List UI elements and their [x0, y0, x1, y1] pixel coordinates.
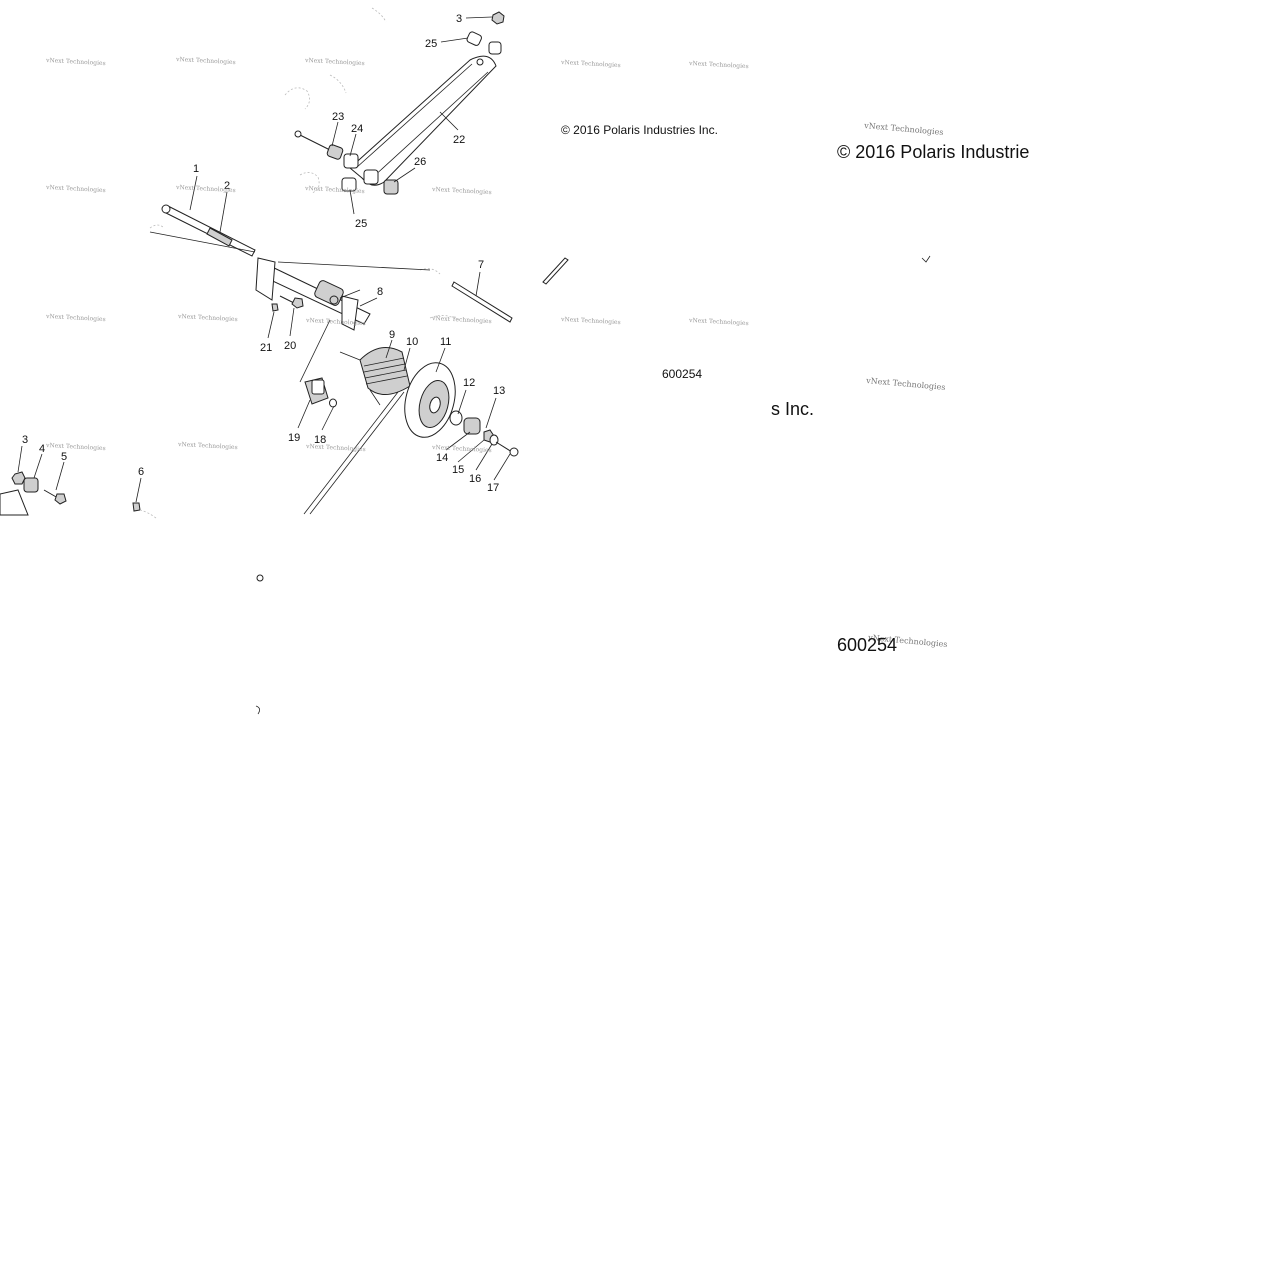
callout-1: 1: [193, 163, 199, 175]
watermark-text: vNext Technologies: [304, 185, 365, 195]
callout-25-top: 25: [425, 38, 437, 50]
watermarks: vNext Technologies vNext Technologies vN…: [45, 56, 948, 649]
callout-11: 11: [440, 336, 451, 348]
callout-24: 24: [351, 123, 363, 135]
lower-left-hardware: [0, 471, 157, 519]
callout-21: 21: [260, 342, 272, 354]
callout-14: 14: [436, 452, 448, 464]
leader-lines: [17, 16, 511, 503]
diagram-id: 600254: [662, 367, 703, 381]
callout-labels: 1 2 3 3 4 5 6 7 8 9 10 11 12 13 14 15 16…: [22, 13, 505, 494]
copyright-text: © 2016 Polaris Industries Inc.: [561, 123, 718, 137]
callout-8: 8: [377, 286, 383, 298]
rod-7: [451, 257, 569, 323]
callout-2: 2: [224, 180, 230, 192]
callout-3-top: 3: [456, 13, 462, 25]
axle-assembly-8: [255, 257, 431, 331]
watermark-text: vNext Technologies: [431, 444, 492, 454]
callout-4: 4: [39, 443, 45, 455]
watermark-text: vNext Technologies: [560, 316, 621, 326]
belt-lines: [303, 391, 405, 515]
callout-15: 15: [452, 464, 464, 476]
lower-arm-hardware: [294, 130, 399, 195]
watermark-text: vNext Technologies: [431, 315, 492, 325]
watermark-text: vNext Technologies: [305, 443, 366, 453]
callout-22: 22: [453, 134, 465, 146]
watermark-text: vNext Technologies: [431, 186, 492, 196]
watermark-text: vNext Technologies: [45, 313, 106, 323]
watermark-text: vNext Technologies: [177, 441, 238, 451]
watermark-text: vNext Technologies: [688, 60, 749, 70]
watermark-text: vNext Technologies: [177, 313, 238, 323]
callout-23: 23: [332, 111, 344, 123]
callout-10: 10: [406, 336, 418, 348]
callout-3-left: 3: [22, 434, 28, 446]
watermark-text: vNext Technologies: [304, 57, 365, 67]
callout-5: 5: [61, 451, 67, 463]
spring-9-10: [339, 347, 411, 406]
callout-25-bottom: 25: [355, 218, 367, 230]
callout-19: 19: [288, 432, 300, 444]
watermark-text: vNext Technologies: [863, 121, 944, 137]
watermark-text: vNext Technologies: [45, 184, 106, 194]
callout-12: 12: [463, 377, 475, 389]
watermark-text: vNext Technologies: [688, 317, 749, 327]
top-hardware: [466, 11, 505, 55]
callout-13: 13: [493, 385, 505, 397]
bearing-hardware-12-17: [449, 410, 519, 457]
callout-18: 18: [314, 434, 326, 446]
watermark-text: vNext Technologies: [175, 56, 236, 66]
callout-20: 20: [284, 340, 296, 352]
stray-fragments: [255, 255, 931, 715]
copyright-tail-text: s Inc.: [771, 399, 815, 419]
bolt-20-nut-21: [271, 295, 304, 312]
copyright-text-large: © 2016 Polaris Industrie: [837, 142, 1030, 162]
watermark-text: vNext Technologies: [175, 184, 236, 194]
watermark-text: vNext Technologies: [45, 57, 106, 67]
bracket-18-19: [299, 319, 337, 408]
shaft-parts-1-2: [149, 204, 256, 257]
callout-6: 6: [138, 466, 144, 478]
diagram-id-large: 600254: [837, 635, 898, 655]
watermark-text: vNext Technologies: [865, 376, 946, 392]
callout-16: 16: [469, 473, 481, 485]
idler-wheel-11: [404, 362, 456, 438]
watermark-text: vNext Technologies: [45, 442, 106, 452]
callout-26: 26: [414, 156, 426, 168]
callout-7: 7: [478, 259, 484, 271]
callout-9: 9: [389, 329, 395, 341]
callout-17: 17: [487, 482, 499, 494]
watermark-text: vNext Technologies: [305, 317, 366, 327]
watermark-text: vNext Technologies: [560, 59, 621, 69]
